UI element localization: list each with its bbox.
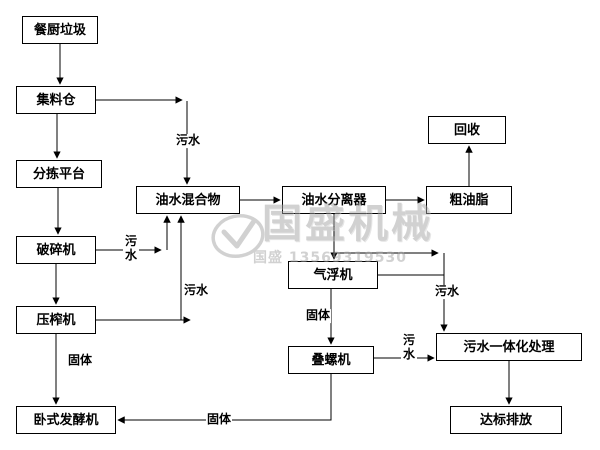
node-oil-water-mixture: 油水混合物 bbox=[136, 186, 240, 214]
node-air-flotation: 气浮机 bbox=[288, 261, 378, 289]
node-sorting-platform: 分拣平台 bbox=[16, 160, 102, 188]
node-fermenter: 卧式发酵机 bbox=[16, 406, 116, 434]
node-oil-water-separator: 油水分离器 bbox=[282, 186, 386, 214]
node-sewage-treatment: 污水一体化处理 bbox=[436, 333, 582, 361]
node-screw-press: 叠螺机 bbox=[288, 346, 374, 374]
node-recycle: 回收 bbox=[428, 116, 506, 144]
node-kitchen-waste: 餐厨垃圾 bbox=[22, 16, 98, 44]
edge-label-sewage-press: 污水 bbox=[182, 283, 210, 298]
node-crusher: 破碎机 bbox=[16, 236, 96, 264]
node-discharge: 达标排放 bbox=[450, 406, 562, 434]
node-collection-bin: 集料仓 bbox=[16, 86, 96, 114]
edge-label-sewage-screw: 污水 bbox=[401, 333, 417, 362]
node-crude-grease: 粗油脂 bbox=[426, 186, 512, 214]
edge-label-solid-screw: 固体 bbox=[205, 412, 233, 427]
edge-label-sewage-crusher: 污水 bbox=[123, 234, 139, 263]
edge-label-solid-flotation: 固体 bbox=[304, 308, 332, 323]
edge-screw-to-fermenter bbox=[117, 374, 332, 424]
edge-label-solid-press: 固体 bbox=[66, 353, 94, 368]
edge-label-sewage-bin: 污水 bbox=[174, 133, 202, 148]
node-press: 压榨机 bbox=[16, 306, 96, 334]
edge-label-sewage-flotation: 污水 bbox=[433, 284, 461, 299]
